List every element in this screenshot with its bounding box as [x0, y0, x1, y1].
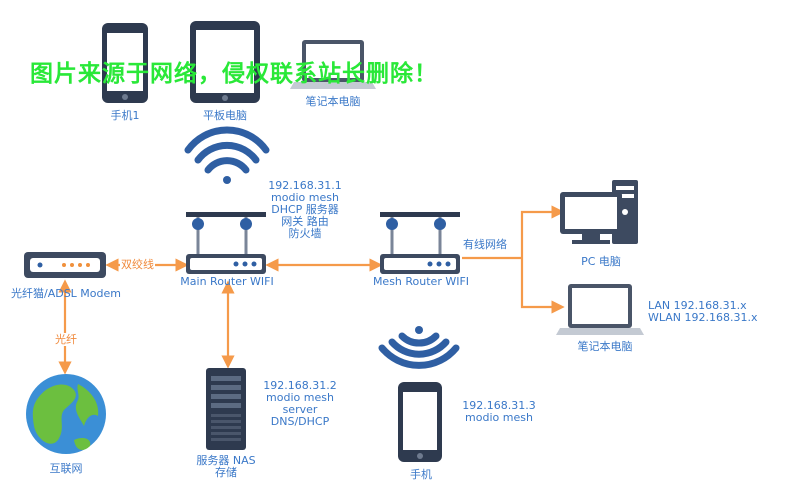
phone-top-label: 手机1 — [110, 109, 140, 122]
laptop-top-label: 笔记本电脑 — [305, 95, 361, 108]
lan-note: LAN 192.168.31.x WLAN 192.168.31.x — [648, 299, 758, 324]
wifi-signal-icon — [184, 126, 270, 184]
main-router-icon — [186, 212, 266, 274]
mesh-router-icon — [380, 212, 460, 274]
server-note: 192.168.31.2 modio mesh server DNS/DHCP — [263, 379, 337, 428]
phone-bottom-icon — [398, 382, 442, 462]
server-icon — [206, 368, 246, 450]
laptop-top-icon — [290, 40, 376, 89]
modem-label: 光纤猫/ADSL Modem — [11, 287, 121, 300]
tablet-icon — [190, 21, 260, 103]
phone-bottom-note: 192.168.31.3 modio mesh — [462, 399, 536, 424]
phone-top-icon — [102, 23, 148, 103]
tablet-label: 平板电脑 — [203, 109, 247, 122]
main-router-label: Main Router WIFI — [180, 275, 274, 288]
laptop-right-icon — [556, 284, 644, 335]
mesh-router-label: Mesh Router WIFI — [372, 275, 470, 288]
wired-lan-label: 有线网络 — [462, 238, 508, 251]
globe-icon — [26, 374, 106, 454]
globe-label: 互联网 — [49, 462, 83, 475]
pc-icon — [560, 180, 638, 244]
laptop-right-label: 笔记本电脑 — [577, 340, 633, 353]
server-label: 服务器 NAS存储 — [196, 454, 256, 479]
wired-lan-branch — [520, 205, 565, 258]
wired-lan-branch — [520, 258, 565, 314]
main-router-note: 192.168.31.1 modio mesh DHCP 服务器 网关 路由 防… — [268, 179, 342, 240]
phone-bottom-label: 手机 — [410, 468, 432, 481]
watermark-text: 图片来源于网络，侵权联系站长删除！ — [30, 61, 438, 87]
wifi-signal-icon — [378, 326, 460, 369]
pc-label: PC 电脑 — [581, 255, 621, 268]
modem-icon — [24, 252, 106, 278]
fiber-link-label: 光纤 — [54, 333, 78, 346]
twisted-pair-label: 双绞线 — [120, 258, 155, 271]
